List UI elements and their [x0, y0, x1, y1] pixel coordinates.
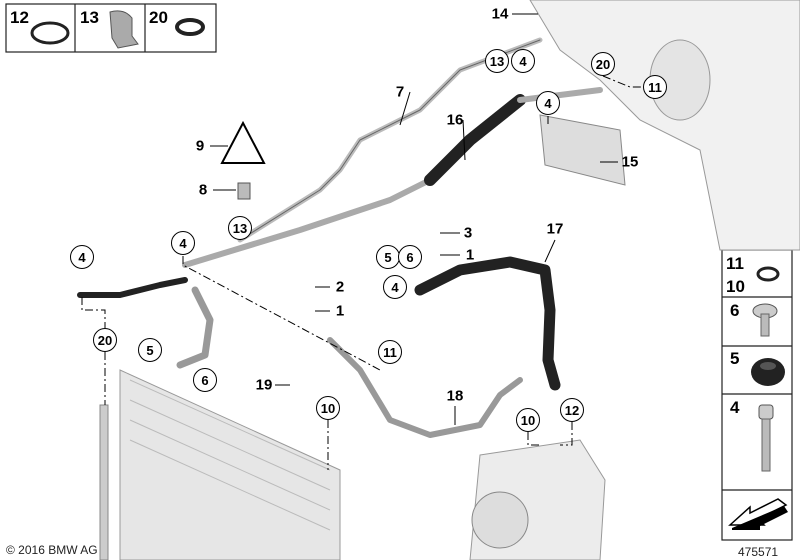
circled-callout: 4 — [70, 245, 94, 269]
pipe-7-outline — [239, 39, 541, 241]
callout: 19 — [255, 376, 273, 394]
side-parts-box — [721, 249, 793, 541]
circled-callout: 11 — [378, 340, 402, 364]
pipe-main — [182, 177, 433, 268]
top-parts-box — [5, 3, 217, 53]
hose-16 — [424, 94, 526, 186]
circled-callout: 12 — [560, 398, 584, 422]
bracket-5 — [176, 286, 214, 369]
clip-icon — [109, 10, 139, 49]
pipe-left — [77, 277, 188, 298]
circled-callout: 4 — [511, 49, 535, 73]
circled-callout: 13 — [485, 49, 509, 73]
pipe-18 — [327, 337, 523, 438]
callout: 16 — [446, 111, 464, 129]
part-label-10: 10 — [726, 277, 745, 296]
callout: 9 — [195, 137, 205, 155]
callout: 14 — [491, 5, 509, 23]
callout: 3 — [463, 224, 473, 242]
circled-callout: 11 — [643, 75, 667, 99]
part-label-11: 11 — [726, 254, 744, 273]
condenser — [99, 369, 341, 560]
rubber-grommet-icon — [751, 358, 785, 386]
compressor — [469, 439, 606, 560]
circled-callout: 10 — [316, 396, 340, 420]
callout: 17 — [546, 220, 564, 238]
part-label-5: 5 — [730, 349, 740, 368]
callout: 7 — [395, 83, 405, 101]
callout: 1 — [465, 246, 475, 264]
circled-callout: 4 — [536, 91, 560, 115]
o-ring-icon — [756, 266, 780, 282]
circled-callout: 5 — [376, 245, 400, 269]
seal-ring-icon — [175, 18, 205, 36]
circled-callout: 13 — [228, 216, 252, 240]
circled-callout: 4 — [171, 231, 195, 255]
circled-callout: 20 — [591, 52, 615, 76]
screw-icon — [752, 303, 778, 337]
circled-callout: 6 — [193, 368, 217, 392]
warning-label-icon — [220, 120, 266, 164]
part-label-20: 20 — [149, 8, 168, 27]
callout: 18 — [446, 387, 464, 405]
callout: 1 — [335, 302, 345, 320]
copyright: © 2016 BMW AG — [6, 543, 98, 557]
bolt-icon — [758, 404, 774, 472]
callout: 8 — [198, 181, 208, 199]
callout: 2 — [335, 278, 345, 296]
diagram-number: 475571 — [738, 545, 779, 559]
pipe-16-end — [517, 87, 603, 103]
circled-callout: 6 — [398, 245, 422, 269]
valve-8 — [237, 182, 251, 200]
evaporator-seal — [539, 114, 626, 186]
part-label-6: 6 — [730, 301, 740, 320]
circled-callout: 10 — [516, 408, 540, 432]
circled-callout: 20 — [93, 328, 117, 352]
o-ring-icon — [30, 21, 70, 45]
callout: 15 — [621, 153, 639, 171]
circled-callout: 5 — [138, 338, 162, 362]
hose-17 — [414, 256, 561, 391]
part-label-4: 4 — [730, 398, 740, 417]
part-label-12: 12 — [10, 8, 29, 27]
circled-callout: 4 — [383, 275, 407, 299]
part-label-13: 13 — [80, 8, 99, 27]
